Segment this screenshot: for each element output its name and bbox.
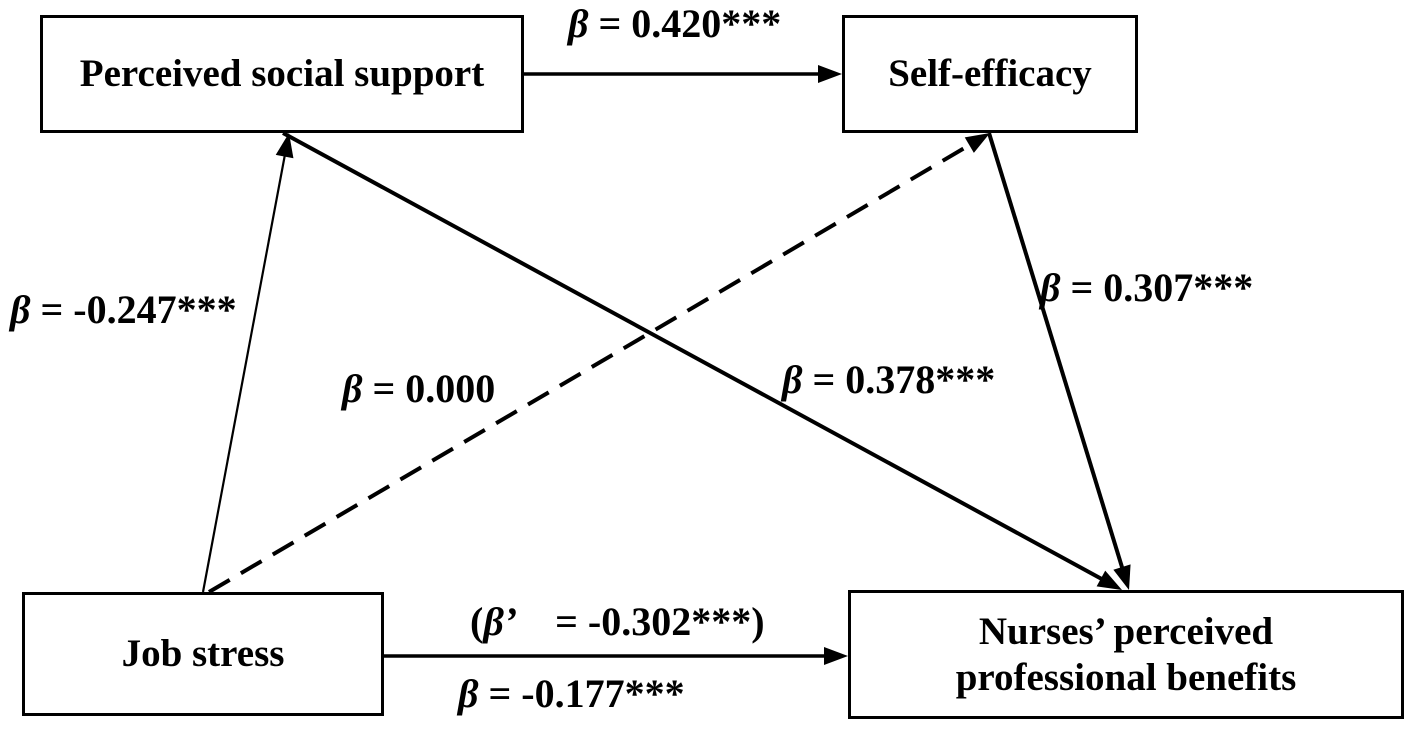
coefficient-job-stress-to-self-efficacy: β = 0.000 (342, 367, 495, 411)
coefficient-job-stress-to-benefits-lower: β = -0.177*** (458, 672, 685, 716)
job-stress-to-social-support-arrowhead (275, 133, 294, 159)
job-stress-label: Job stress (121, 632, 285, 675)
perceived-social-support-box: Perceived social support (40, 15, 524, 133)
coefficient-value: = 0.420*** (588, 1, 782, 46)
beta-symbol: β (342, 366, 363, 411)
coefficient-job-stress-to-benefits-upper: (β’ = -0.302***) (470, 600, 765, 644)
coefficient-value: = 0.000 (362, 366, 496, 411)
self-efficacy-box: Self-efficacy (842, 15, 1138, 133)
social-support-to-benefits-line (282, 131, 1105, 582)
job-stress-to-self-efficacy-arrow (207, 133, 990, 594)
coefficient-value: = -0.302***) (545, 599, 765, 644)
social-support-to-benefits-arrow (282, 131, 1122, 590)
professional-benefits-label-line-2: professional benefits (955, 655, 1297, 699)
job-stress-to-social-support-arrow (201, 133, 294, 593)
job-stress-box: Job stress (22, 592, 384, 716)
beta-symbol: β (782, 357, 803, 402)
coefficient-value: = -0.247*** (30, 287, 237, 332)
coefficient-self-efficacy-to-benefits: β = 0.307*** (1040, 266, 1253, 310)
social-support-to-self-efficacy-arrow (524, 65, 842, 83)
job-stress-to-benefits-arrow (384, 647, 848, 665)
job-stress-to-social-support-line (201, 153, 287, 593)
coefficient-value: = 0.378*** (802, 357, 996, 402)
coefficient-social-support-to-benefits: β = 0.378*** (782, 358, 995, 402)
beta-symbol: β (458, 671, 479, 716)
beta-symbol: β (568, 1, 589, 46)
beta-symbol: β (1040, 265, 1061, 310)
coefficient-social-support-to-self-efficacy: β = 0.420*** (568, 2, 781, 46)
social-support-to-benefits-arrowhead (1096, 570, 1122, 590)
coefficient-job-stress-to-social-support: β = -0.247*** (10, 288, 237, 332)
self-efficacy-to-benefits-arrow (987, 132, 1131, 590)
self-efficacy-label: Self-efficacy (888, 52, 1092, 95)
coefficient-value: = 0.307*** (1060, 265, 1254, 310)
professional-benefits-box: Nurses’ perceived professional benefits (848, 590, 1404, 719)
beta-prime-symbol: β’ (483, 599, 518, 644)
social-support-to-self-efficacy-arrowhead (818, 65, 842, 83)
open-parenthesis: ( (470, 599, 484, 644)
self-efficacy-to-benefits-line (987, 132, 1125, 571)
self-efficacy-to-benefits-arrowhead (1113, 564, 1131, 590)
job-stress-to-self-efficacy-arrowhead (964, 133, 990, 153)
beta-symbol: β (10, 287, 31, 332)
perceived-social-support-label: Perceived social support (79, 52, 485, 95)
professional-benefits-label-line-1: Nurses’ perceived (978, 609, 1274, 653)
coefficient-value: = -0.177*** (478, 671, 685, 716)
job-stress-to-benefits-arrowhead (824, 647, 848, 665)
